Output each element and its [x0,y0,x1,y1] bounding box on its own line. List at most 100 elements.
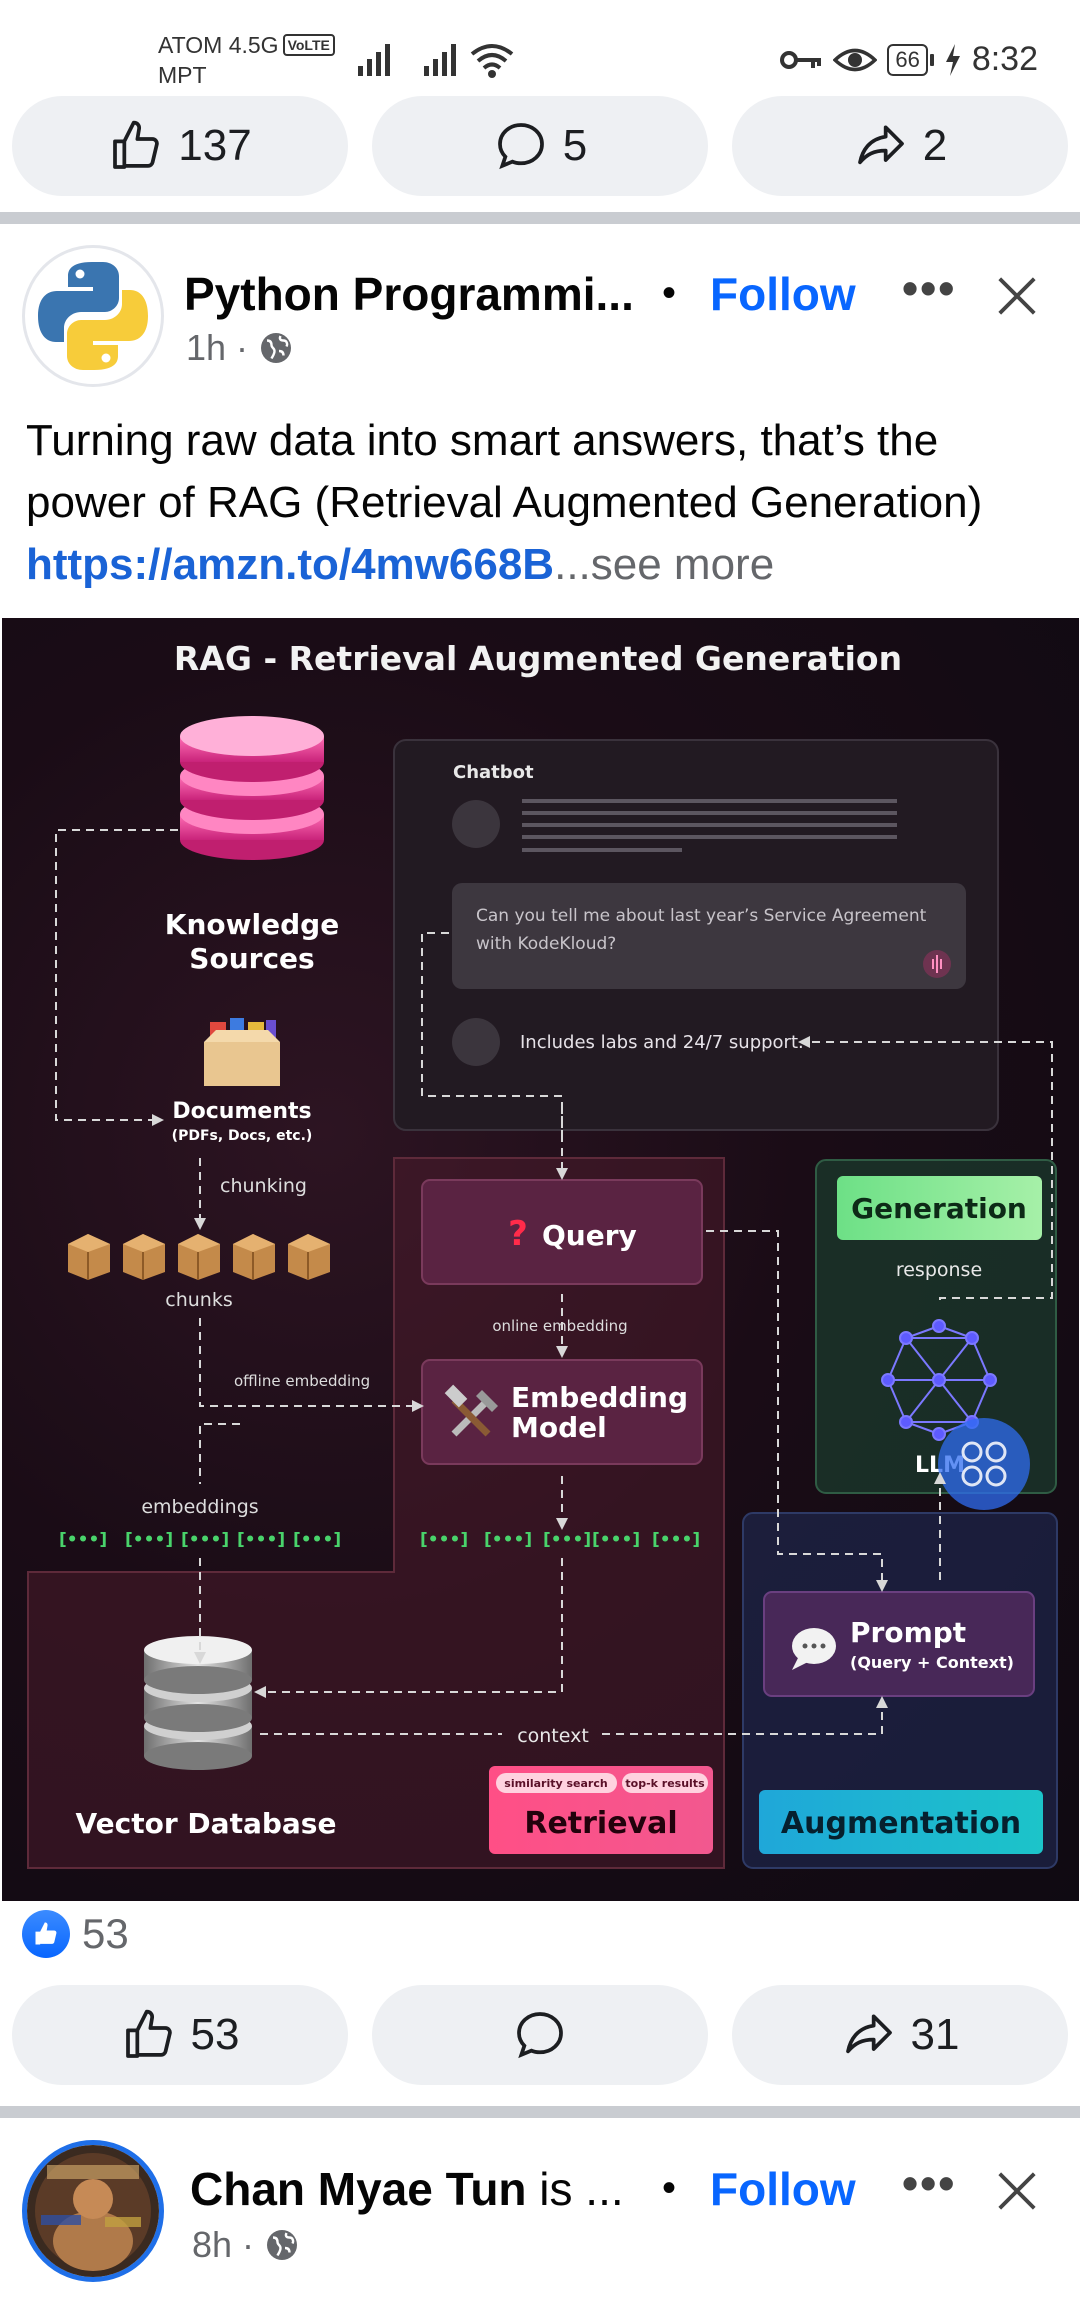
embedding-model-box [421,1359,703,1465]
svg-text:[•••]: [•••] [181,1530,229,1550]
vector-database-icon [144,1636,252,1770]
post-author[interactable]: Python Programmi... [184,268,634,320]
next-post-author[interactable]: Chan Myae Tun is ... [190,2162,624,2216]
share-count: 31 [910,2010,960,2059]
like-count: 53 [190,2010,240,2059]
share-count: 2 [922,121,948,170]
chunks-icon [68,1234,330,1280]
post-text: Turning raw data into smart answers, tha… [26,410,1066,596]
chat-bubble-icon [792,1628,836,1670]
infographic-title: RAG - Retrieval Augmented Generation [174,639,902,678]
comment-icon [497,123,544,170]
close-icon[interactable] [994,273,1040,319]
post-caption: Turning raw data into smart answers, tha… [26,416,983,527]
next-post-header: Chan Myae Tun is ... • Follow ••• 8h · [0,2140,1080,2290]
next-post-time: 8h [192,2224,233,2265]
chat-answer: Includes labs and 24/7 support. [520,1032,804,1053]
close-icon[interactable] [994,2168,1040,2214]
comment-button[interactable]: 5 [372,96,708,196]
svg-text:[•••]: [•••] [59,1530,107,1550]
knowledge-sources-label-2: Sources [189,942,314,975]
chat-question-line2: with KodeKloud? [476,934,616,954]
next-post-author-suffix: is ... [526,2163,624,2215]
wifi-icon [470,44,514,78]
next-post-avatar[interactable] [22,2140,164,2282]
svg-text:[•••]: [•••] [592,1530,640,1550]
chat-text-lines [522,799,897,852]
post-divider [0,212,1080,224]
post-actions: 53 31 [0,1985,1080,2095]
carrier-name: ATOM 4.5G [158,32,279,58]
separator-dot: • [662,2166,677,2210]
avatar[interactable] [22,245,164,387]
share-button[interactable]: 31 [732,1985,1068,2085]
svg-text:[•••]: [•••] [652,1530,700,1550]
chat-question-bubble [452,883,966,989]
signal-icon [358,44,390,76]
connector-arrowheads [152,1036,946,1708]
vpn-key-icon [780,50,822,69]
similarity-search-label: similarity search [504,1777,607,1790]
embedding-model-label-1: Embedding [511,1381,688,1414]
chunking-label: chunking [220,1175,307,1197]
svg-text:[•••]: [•••] [237,1530,285,1550]
like-count: 137 [178,121,252,170]
documents-label: Documents [172,1099,311,1124]
like-button[interactable]: 137 [12,96,348,196]
context-label: context [517,1725,589,1747]
documents-sublabel: (PDFs, Docs, etc.) [172,1128,313,1144]
meta-dot: · [242,2224,255,2265]
chatbot-label: Chatbot [453,762,534,783]
offline-embedding-vectors: [•••] [•••] [•••] [•••] [•••] [59,1530,341,1550]
embedding-model-label-2: Model [511,1411,607,1444]
follow-button[interactable]: Follow [710,268,856,320]
volte-badge: VoLTE [282,34,335,56]
share-icon [845,2014,892,2054]
see-more-link[interactable]: ...see more [554,540,775,589]
prompt-label: Prompt [850,1616,966,1649]
svg-text:[•••]: [•••] [293,1530,341,1550]
knowledge-sources-label-1: Knowledge [165,908,339,941]
like-button[interactable]: 53 [12,1985,348,2085]
svg-text:[•••]: [•••] [125,1530,173,1550]
post-time: 1h [186,327,227,368]
knowledge-sources-icon [180,716,324,860]
post-header: Python Programmi... • Follow ••• 1h · [0,245,1080,395]
post-link[interactable]: https://amzn.to/4mw668B [26,540,555,589]
query-label: Query [542,1219,637,1252]
svg-text:[•••]: [•••] [543,1530,591,1550]
follow-button[interactable]: Follow [710,2163,856,2215]
online-embedding-label: online embedding [492,1317,627,1335]
comment-button[interactable] [372,1985,708,2085]
floating-assistant-button[interactable] [938,1418,1030,1510]
globe-icon [261,333,292,363]
eye-icon [833,48,878,71]
retrieval-label: Retrieval [524,1806,677,1841]
battery-level: 66 [887,43,928,76]
generation-label: Generation [851,1192,1027,1225]
thumbs-up-icon [125,2009,172,2058]
like-reaction-icon [22,1910,70,1958]
reaction-summary[interactable]: 53 [22,1910,129,1958]
documents-icon [204,1018,280,1086]
more-options-button[interactable]: ••• [902,2157,957,2209]
meta-dot: · [236,327,249,368]
augmentation-label: Augmentation [781,1806,1021,1841]
top-k-label: top-k results [625,1777,705,1790]
embeddings-label: embeddings [141,1496,258,1518]
carrier-name-2: MPT [158,62,207,88]
response-label: response [896,1259,982,1281]
share-button[interactable]: 2 [732,96,1068,196]
augmentation-badge [759,1790,1043,1854]
chat-bot-avatar [452,1018,500,1066]
more-options-button[interactable]: ••• [902,262,957,314]
tools-icon [444,1384,498,1437]
next-post-meta: 8h · [192,2224,300,2266]
rag-infographic[interactable]: RAG - Retrieval Augmented Generation Cha… [2,618,1079,1901]
rag-diagram: RAG - Retrieval Augmented Generation Cha… [27,639,1058,1869]
offline-embedding-label: offline embedding [234,1372,370,1390]
generation-badge [837,1176,1042,1240]
top-k-chip [622,1773,708,1793]
